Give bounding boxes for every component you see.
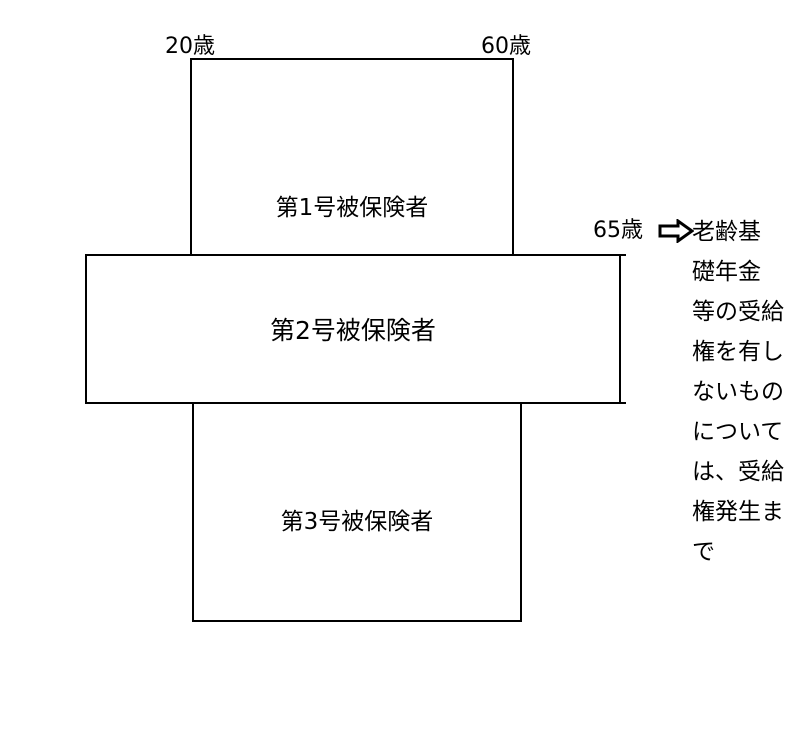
eligibility-note-line: 礎年金 [692, 259, 761, 285]
eligibility-note-line: 権を有し [692, 339, 784, 365]
eligibility-note-line: 等の受給 [692, 299, 784, 325]
eligibility-note: 老齢基礎年金等の受給権を有しないものについては、受給権発生まで [692, 212, 792, 572]
category-3-insured-label: 第3号被保険者 [280, 509, 434, 535]
age-label-65: 65歳 [593, 218, 643, 243]
eligibility-note-line: 老齢基 [692, 219, 761, 245]
category-2-insured-label: 第2号被保険者 [270, 316, 436, 345]
eligibility-note-line: について [692, 419, 784, 445]
category-3-insured-box: 第3号被保険者 [192, 402, 522, 622]
eligibility-note-line: ないもの [692, 379, 784, 405]
eligibility-note-line: で [692, 539, 715, 565]
category-1-insured-box: 第1号被保険者 [190, 58, 514, 256]
eligibility-note-line: は、受給 [692, 459, 784, 485]
right-arrow-outline-icon [658, 219, 694, 243]
age-label-20: 20歳 [165, 34, 215, 59]
category-1-insured-label: 第1号被保険者 [275, 195, 429, 221]
category-2-insured-box: 第2号被保険者 [85, 254, 621, 404]
age-label-60: 60歳 [481, 34, 531, 59]
box-edge-tick-bottom [620, 402, 626, 404]
box-edge-tick-top [620, 254, 626, 256]
eligibility-note-line: 権発生ま [692, 499, 784, 525]
